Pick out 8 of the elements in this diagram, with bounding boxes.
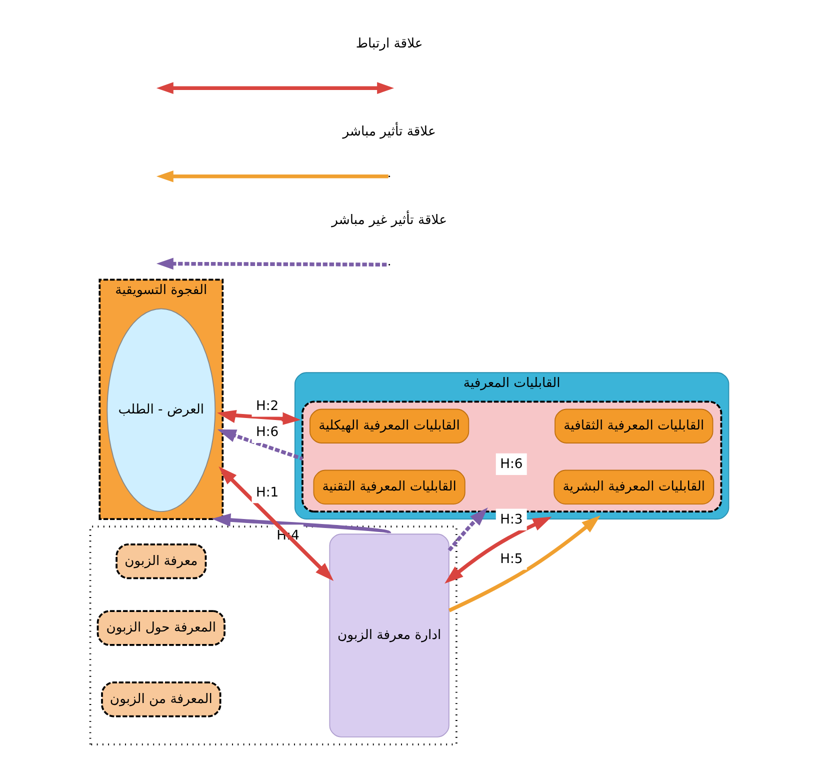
legend-label: علاقة تأثير غير مباشر [332, 212, 447, 228]
edge-label: H:1 [256, 485, 279, 500]
edge-label: H:6 [500, 457, 523, 472]
edge-label: H:5 [500, 552, 523, 567]
edge-label: H:2 [256, 398, 279, 414]
edge-label: H:6 [256, 425, 279, 440]
legend-label: علاقة ارتباط [356, 36, 423, 52]
legend-label: علاقة تأثير مباشر [342, 124, 436, 140]
